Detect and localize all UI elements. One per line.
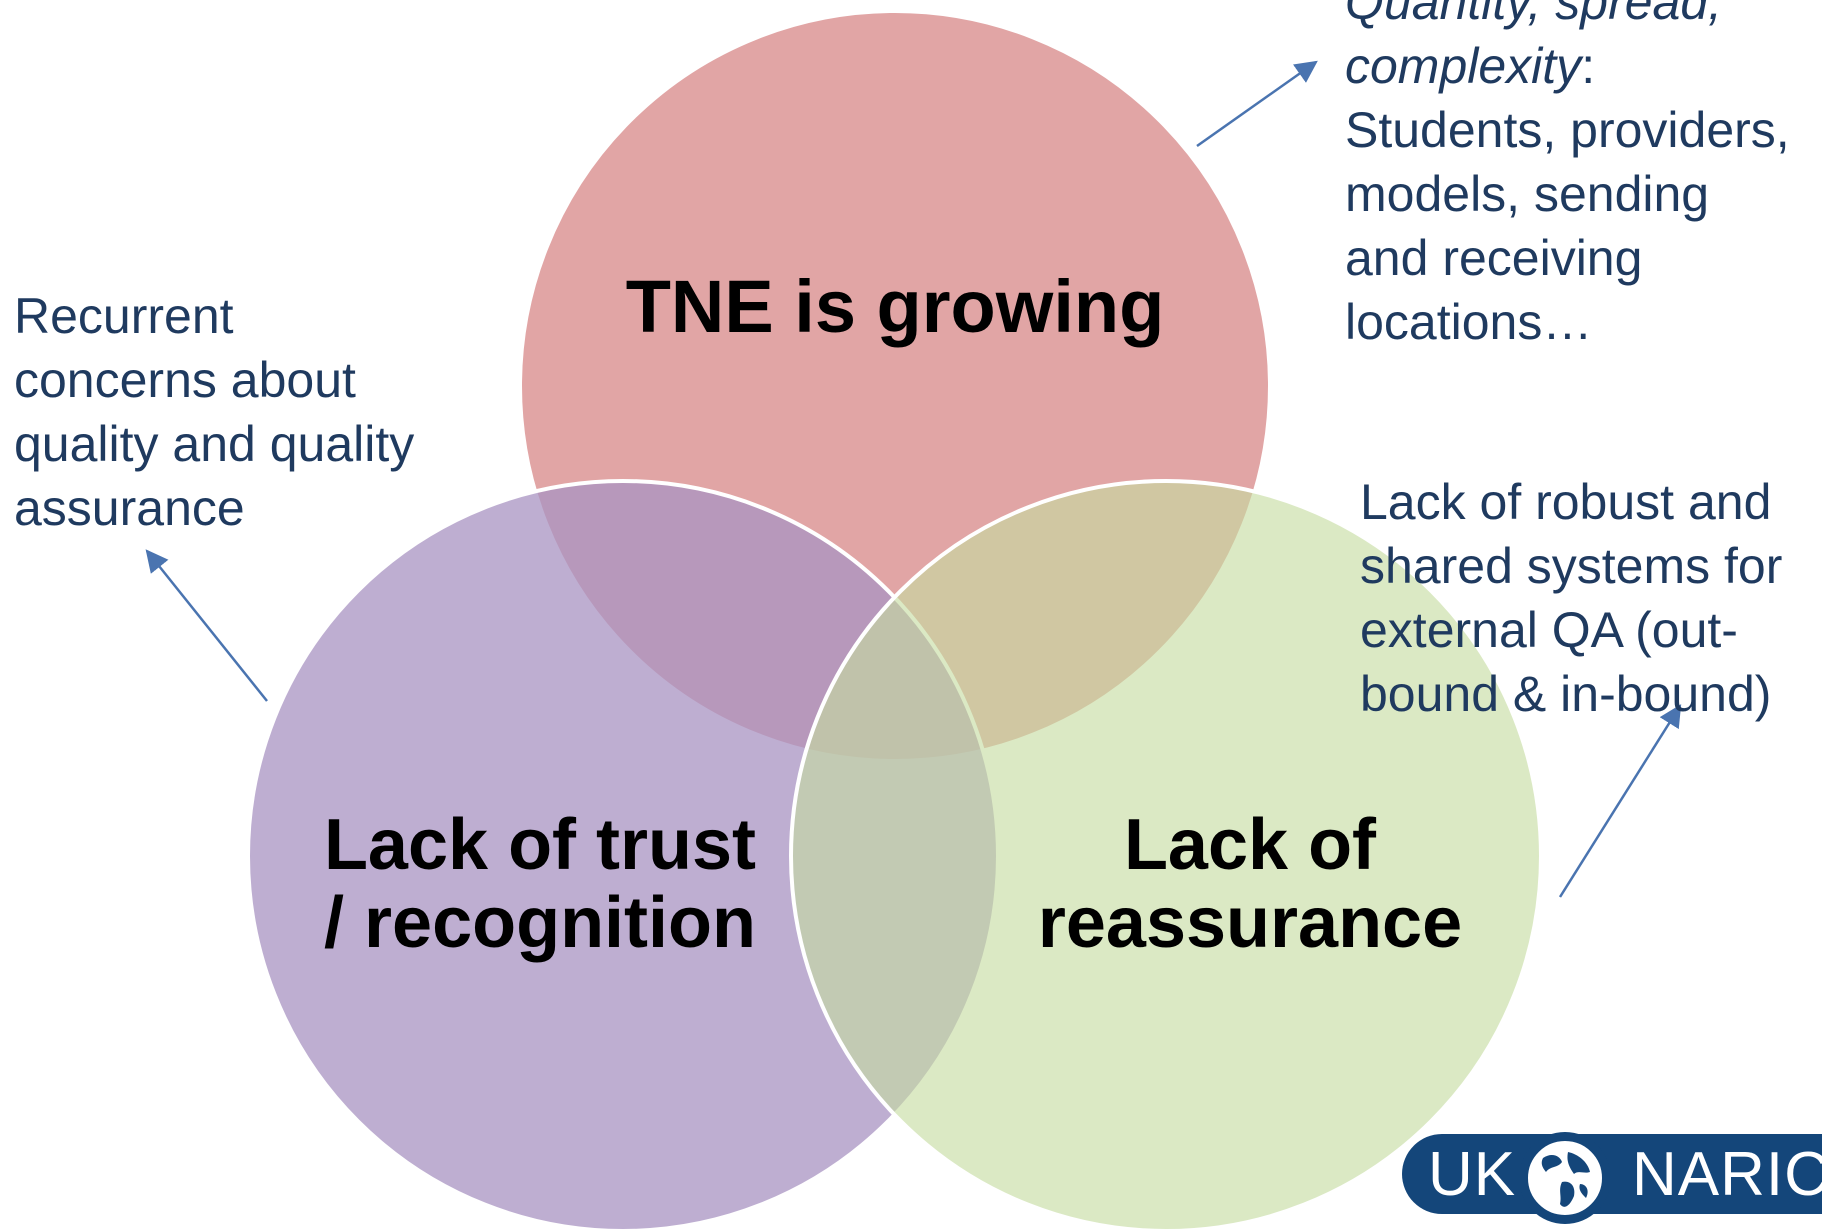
label-lack-of-trust-line2: / recognition (324, 883, 756, 963)
logo-uk-text: UK (1428, 1140, 1517, 1209)
annotation-left-line2: concerns about (14, 352, 356, 408)
annotation-left-line3: quality and quality (14, 416, 415, 472)
annotation-top-right-line1: Quantity, spread, (1345, 0, 1723, 30)
label-tne-growing: TNE is growing (540, 268, 1250, 346)
annotation-top-right-line3: Students, providers, (1345, 102, 1790, 158)
annotation-right-line3: external QA (out- (1360, 602, 1738, 658)
annotation-right-line1: Lack of robust and (1360, 474, 1772, 530)
globe-icon (1519, 1132, 1611, 1224)
logo-pill (1402, 1134, 1822, 1214)
annotation-left: Recurrent concerns about quality and qua… (14, 284, 414, 540)
label-lack-of-reassurance: Lack of reassurance (1000, 806, 1500, 962)
annotation-left-line1: Recurrent (14, 288, 234, 344)
label-lack-of-reassurance-line1: Lack of (1123, 805, 1377, 885)
annotation-top-right-line2: complexity: (1345, 38, 1596, 94)
annotation-right: Lack of robust and shared systems for ex… (1360, 470, 1782, 726)
annotation-right-line4: bound & in-bound) (1360, 666, 1772, 722)
circle-lack-of-reassurance (789, 479, 1543, 1230)
annotation-top-right-line6: locations… (1345, 294, 1593, 350)
arrow-top-right (1196, 60, 1318, 148)
logo-naric-text: NARIC (1632, 1140, 1822, 1209)
annotation-left-line4: assurance (14, 480, 245, 536)
label-tne-growing-line1: TNE is growing (625, 265, 1165, 348)
label-lack-of-reassurance-line2: reassurance (1037, 883, 1463, 963)
annotation-top-right-line4: models, sending (1345, 166, 1710, 222)
uk-naric-logo: UK NARIC (1402, 1128, 1822, 1230)
annotation-top-right: Quantity, spread, complexity: Students, … (1345, 0, 1790, 354)
arrow-left (145, 549, 268, 702)
annotation-right-line2: shared systems for (1360, 538, 1783, 594)
label-lack-of-trust-line1: Lack of trust (323, 805, 757, 885)
arrow-right (1558, 704, 1682, 898)
annotation-top-right-line5: and receiving (1345, 230, 1643, 286)
label-lack-of-trust: Lack of trust / recognition (290, 806, 790, 962)
